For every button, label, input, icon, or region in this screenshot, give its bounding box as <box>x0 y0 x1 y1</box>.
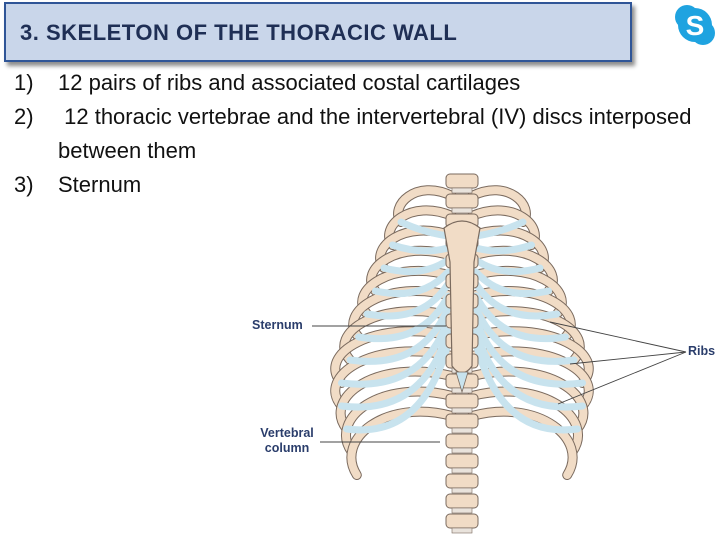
skype-letter: S <box>686 10 705 41</box>
cartilage-right <box>472 280 561 320</box>
cartilage-left <box>343 340 452 434</box>
cartilage-right <box>472 316 586 388</box>
sternum-bone <box>443 220 481 394</box>
cartilage-right <box>472 328 586 411</box>
rib-right <box>468 327 593 387</box>
vertebra <box>445 453 479 469</box>
ribs-leader-2 <box>569 351 687 365</box>
cartilage-left <box>372 268 452 297</box>
leader-lines <box>312 321 687 443</box>
costal-cartilages <box>338 218 586 434</box>
cartilage-left <box>380 256 452 276</box>
list-text: Sternum <box>58 172 142 197</box>
vertebra <box>445 173 479 189</box>
cartilage-right <box>472 340 581 434</box>
intervertebral-disc <box>451 207 473 214</box>
cartilage-left <box>338 328 452 411</box>
vertebra <box>445 433 479 449</box>
cartilage-left <box>355 292 452 343</box>
cartilage-right <box>472 292 569 343</box>
vertebra <box>445 493 479 509</box>
thoracic-cage-illustration <box>312 173 687 534</box>
vertebra <box>445 513 479 529</box>
list-item: 3) Sternum <box>14 168 714 202</box>
intervertebral-disc <box>451 467 473 474</box>
list-number: 2) <box>14 104 34 129</box>
intervertebral-disc <box>451 407 473 414</box>
cartilage-left <box>397 218 452 240</box>
list-text: 12 pairs of ribs and associated costal c… <box>58 70 521 95</box>
bullet-list: 1) 12 pairs of ribs and associated costa… <box>14 66 714 202</box>
intervertebral-disc <box>451 507 473 514</box>
cartilage-left <box>389 241 452 255</box>
vertebral-label-line1: Vertebral <box>260 426 314 440</box>
cartilage-left <box>363 280 452 320</box>
rib-left <box>347 407 456 479</box>
vertebra <box>445 413 479 429</box>
intervertebral-disc <box>451 527 473 534</box>
vertebra <box>445 393 479 409</box>
list-text: 12 thoracic vertebrae and the interverte… <box>58 104 698 163</box>
list-number: 1) <box>14 70 34 95</box>
intervertebral-disc <box>451 427 473 434</box>
cartilage-left <box>346 304 452 365</box>
vertebra <box>445 473 479 489</box>
sternum-label: Sternum <box>252 318 303 332</box>
cartilage-right <box>472 256 544 276</box>
ribs-leader-3 <box>557 351 687 405</box>
list-item: 2) 12 thoracic vertebrae and the interve… <box>14 100 714 168</box>
vertebra <box>445 193 479 209</box>
xiphoid-process <box>455 371 469 394</box>
slide-title: 3. SKELETON OF THE THORACIC WALL <box>20 20 458 45</box>
intervertebral-disc <box>451 447 473 454</box>
rib-left <box>331 327 456 387</box>
list-item: 1) 12 pairs of ribs and associated costa… <box>14 66 714 100</box>
cartilage-right <box>472 304 578 365</box>
intervertebral-disc <box>451 487 473 494</box>
skype-icon: S <box>675 5 715 45</box>
vertebral-column-label: Vertebral column <box>252 426 322 456</box>
cartilage-right <box>472 268 552 297</box>
cartilage-right <box>472 241 535 255</box>
ribs-leader-1 <box>549 321 687 353</box>
title-banner: 3. SKELETON OF THE THORACIC WALL <box>4 2 632 62</box>
sternum-body <box>443 220 481 374</box>
cartilage-right <box>472 218 527 240</box>
ribs-label: Ribs <box>688 344 716 358</box>
intervertebral-disc <box>451 187 473 194</box>
vertebral-label-line2: column <box>264 441 310 455</box>
list-number: 3) <box>14 172 34 197</box>
rib-right <box>468 407 577 479</box>
cartilage-left <box>338 316 452 388</box>
